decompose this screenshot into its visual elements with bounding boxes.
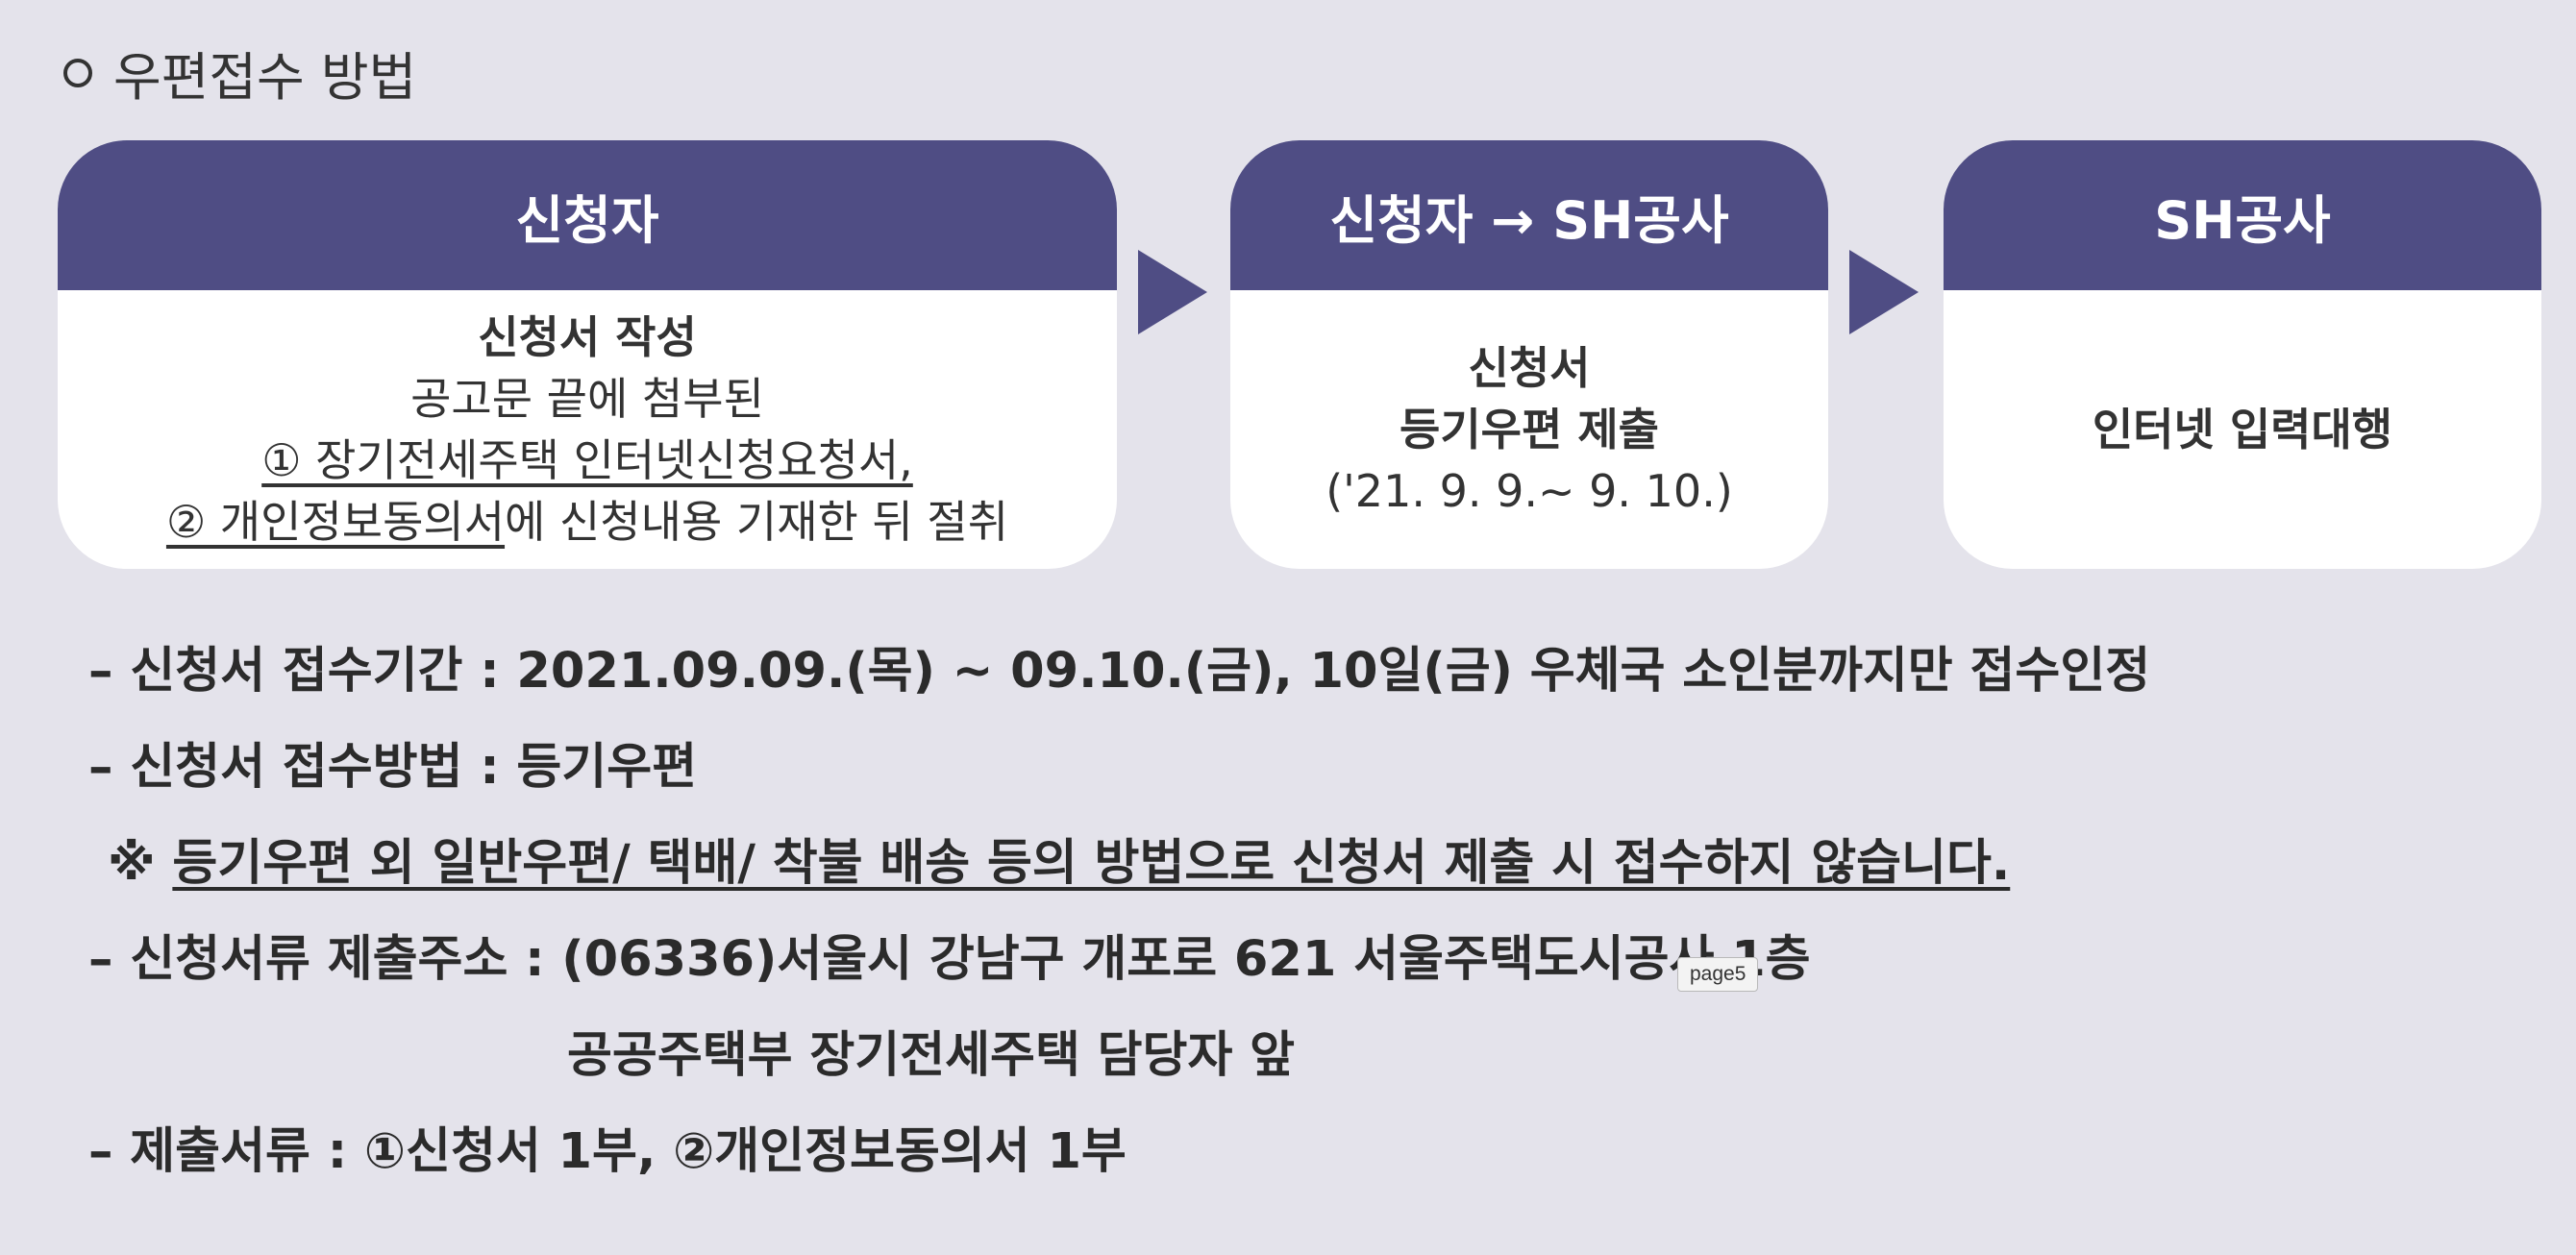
note-documents: – 제출서류 : ①신청서 1부, ②개인정보동의서 1부 xyxy=(88,1123,1127,1180)
step-line-rest: 에 신청내용 기재한 뒤 절취 xyxy=(505,496,1009,548)
step-card-sh-corporation: SH공사 인터넷 입력대행 xyxy=(1944,140,2541,569)
process-flow: 신청자 신청서 작성 공고문 끝에 첨부된 ① 장기전세주택 인터넷신청요청서,… xyxy=(58,140,2541,569)
step-body: 신청서 작성 공고문 끝에 첨부된 ① 장기전세주택 인터넷신청요청서, ② 개… xyxy=(58,290,1117,569)
note-address: – 신청서류 제출주소 : (06336)서울시 강남구 개포로 621 서울주… xyxy=(88,931,1811,988)
note-warning: ※ 등기우편 외 일반우편/ 택배/ 착불 배송 등의 방법으로 신청서 제출 … xyxy=(108,823,2010,894)
step-card-submission: 신청자 → SH공사 신청서 등기우편 제출 ('21. 9. 9.~ 9. 1… xyxy=(1230,140,1828,569)
flow-arrow-icon xyxy=(1849,250,1919,334)
step-line: ① 장기전세주택 인터넷신청요청서, xyxy=(261,434,913,486)
step-line: 신청서 작성 xyxy=(478,311,697,363)
step-line: ('21. 9. 9.~ 9. 10.) xyxy=(1325,465,1733,517)
flow-arrow-icon xyxy=(1138,250,1207,334)
note-address-continued: 공공주택부 장기전세주택 담당자 앞 xyxy=(567,1027,1296,1084)
page-tooltip: page5 xyxy=(1677,957,1759,992)
note-period: – 신청서 접수기간 : 2021.09.09.(목) ~ 09.10.(금),… xyxy=(88,643,2151,700)
step-line-underlined: ② 개인정보동의서 xyxy=(165,496,506,548)
section-heading: 우편접수 방법 xyxy=(63,35,416,111)
step-title: 신청자 xyxy=(58,140,1117,290)
step-body: 신청서 등기우편 제출 ('21. 9. 9.~ 9. 10.) xyxy=(1230,290,1828,569)
step-line: ② 개인정보동의서에 신청내용 기재한 뒤 절취 xyxy=(166,491,1008,553)
reference-mark: ※ xyxy=(108,835,156,892)
warning-text: 등기우편 외 일반우편/ 택배/ 착불 배송 등의 방법으로 신청서 제출 시 … xyxy=(172,835,2011,892)
step-card-applicant: 신청자 신청서 작성 공고문 끝에 첨부된 ① 장기전세주택 인터넷신청요청서,… xyxy=(58,140,1117,569)
step-title: 신청자 → SH공사 xyxy=(1230,140,1828,290)
circle-bullet-icon xyxy=(63,58,92,87)
note-method: – 신청서 접수방법 : 등기우편 xyxy=(88,739,698,796)
step-line: 등기우편 제출 xyxy=(1399,404,1659,455)
section-title: 우편접수 방법 xyxy=(113,47,417,108)
step-line: 신청서 xyxy=(1468,342,1591,394)
step-body: 인터넷 입력대행 xyxy=(1944,290,2541,569)
step-line: 공고문 끝에 첨부된 xyxy=(410,373,764,425)
step-title: SH공사 xyxy=(1944,140,2541,290)
step-line: 인터넷 입력대행 xyxy=(2092,404,2393,455)
